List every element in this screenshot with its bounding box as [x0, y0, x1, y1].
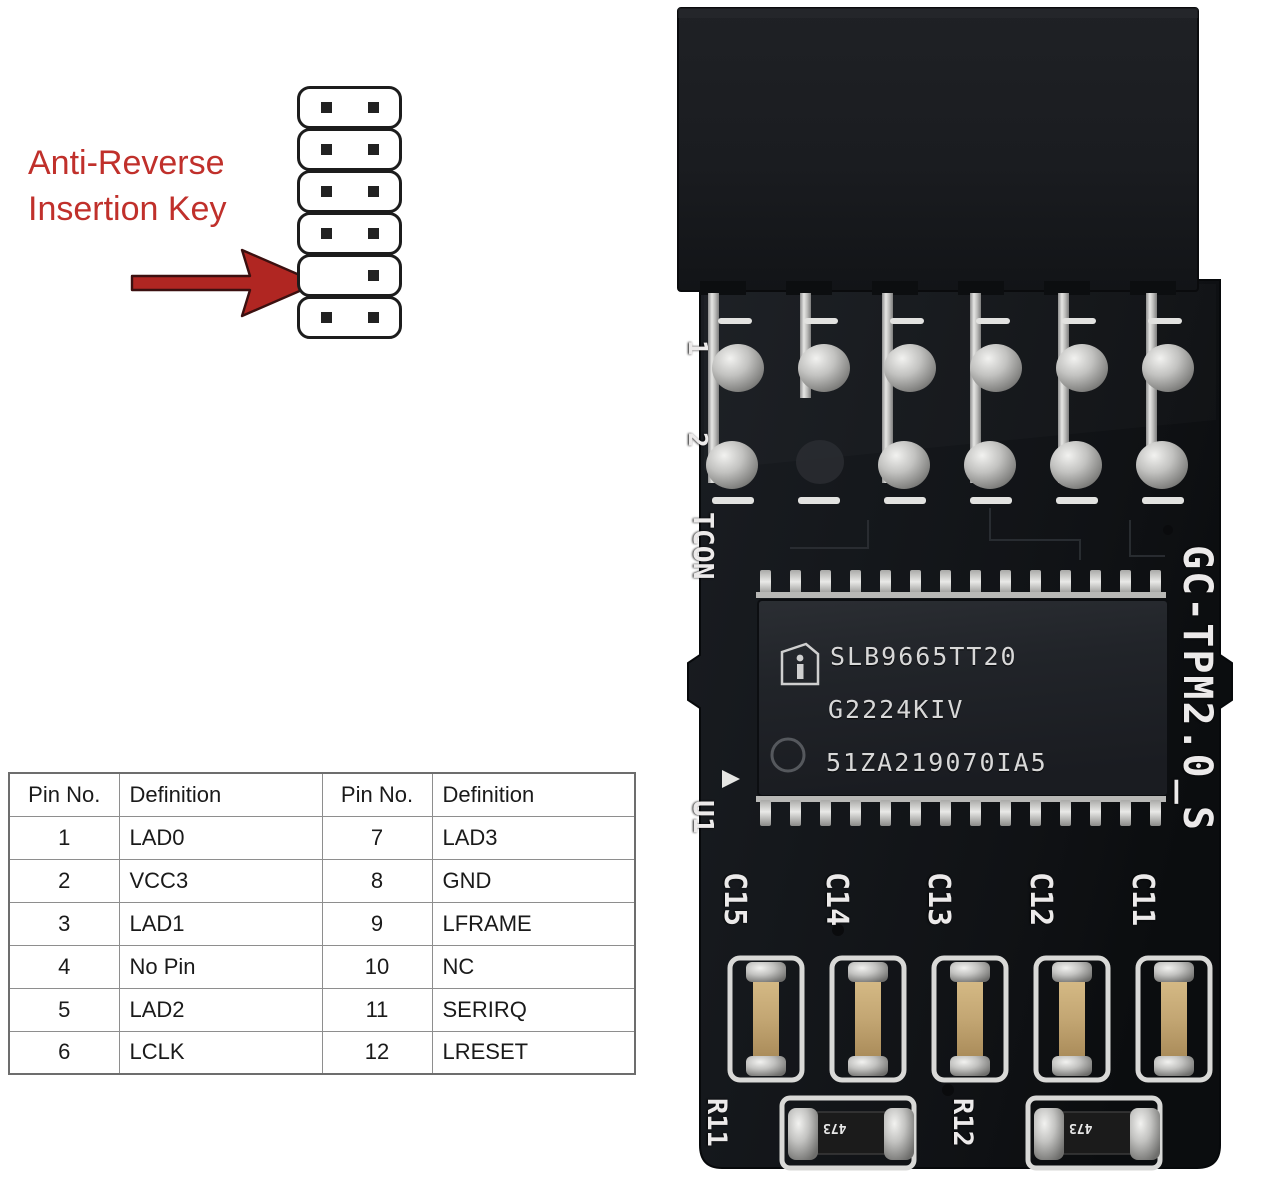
cell-def-a: LAD1 [118, 901, 323, 946]
table-row: 5 LAD2 11 SERIRQ [8, 987, 636, 1032]
connector-pin [321, 312, 332, 323]
infineon-logo-icon [778, 640, 822, 688]
silk-res-r11: R11 [701, 1098, 732, 1147]
connector-pin [321, 186, 332, 197]
right-arrow-icon [130, 248, 320, 320]
ic-marking-line-3: 51ZA219070IA5 [826, 748, 1048, 777]
cell-def-b: LAD3 [431, 815, 636, 860]
table-row: 3 LAD1 9 LFRAME [8, 901, 636, 946]
silk-cap-c13: C13 [921, 872, 956, 927]
annotation-line-1: Anti-Reverse [28, 144, 225, 182]
table-row: 6 LCLK 12 LRESET [8, 1030, 636, 1075]
table-row: 2 VCC3 8 GND [8, 858, 636, 903]
connector-row-6 [297, 296, 402, 339]
connector-key-diagram [297, 86, 402, 342]
resistor-code-r11: 473 [823, 1120, 847, 1135]
cell-pin-b: 7 [321, 815, 433, 860]
table-row: 1 LAD0 7 LAD3 [8, 815, 636, 860]
connector-pin [321, 144, 332, 155]
connector-row-3 [297, 170, 402, 213]
connector-row-1 [297, 86, 402, 129]
pin-definition-table: Pin No. Definition Pin No. Definition 1 … [8, 772, 636, 1075]
cell-def-a: LCLK [118, 1030, 323, 1075]
silk-cap-c14: C14 [819, 872, 854, 927]
cell-def-b: LFRAME [431, 901, 636, 946]
table-row: 4 No Pin 10 NC [8, 944, 636, 989]
tpm-module-photo: SLB9665TT20 G2224KIV 51ZA219070IA5 1 2 T… [660, 0, 1280, 1204]
ic-marking-line-1: SLB9665TT20 [830, 642, 1018, 671]
cell-pin-a: 2 [8, 858, 120, 903]
connector-pin [368, 312, 379, 323]
silk-pin-1-label: 1 [682, 340, 712, 356]
cell-def-a: No Pin [118, 944, 323, 989]
connector-row-5-keyed [297, 254, 402, 297]
connector-row-4 [297, 212, 402, 255]
connector-pin [321, 228, 332, 239]
cell-pin-b: 12 [321, 1030, 433, 1075]
connector-pin [368, 270, 379, 281]
column-header-pin-b: Pin No. [321, 772, 433, 817]
cell-pin-b: 10 [321, 944, 433, 989]
cell-def-b: GND [431, 858, 636, 903]
connector-pin [368, 228, 379, 239]
cell-def-a: LAD2 [118, 987, 323, 1032]
cell-pin-a: 3 [8, 901, 120, 946]
silk-cap-c11: C11 [1125, 872, 1160, 927]
cell-pin-b: 9 [321, 901, 433, 946]
resistor-code-r12: 473 [1069, 1120, 1093, 1135]
ic-marking-line-2: G2224KIV [828, 695, 965, 724]
cell-def-b: LRESET [431, 1030, 636, 1075]
annotation-label: Anti-Reverse Insertion Key [28, 140, 318, 232]
annotation-line-2: Insertion Key [28, 190, 227, 228]
cell-def-b: NC [431, 944, 636, 989]
column-header-pin-a: Pin No. [8, 772, 120, 817]
silk-res-r12: R12 [947, 1098, 978, 1147]
column-header-def-b: Definition [431, 772, 636, 817]
cell-pin-b: 11 [321, 987, 433, 1032]
connector-row-2 [297, 128, 402, 171]
cell-pin-a: 4 [8, 944, 120, 989]
cell-pin-b: 8 [321, 858, 433, 903]
silk-cap-c12: C12 [1023, 872, 1058, 927]
cell-def-a: VCC3 [118, 858, 323, 903]
silk-ic-ref: U1 [687, 800, 720, 834]
connector-pin [368, 144, 379, 155]
cell-def-a: LAD0 [118, 815, 323, 860]
connector-pin [321, 102, 332, 113]
connector-pin [368, 186, 379, 197]
silk-cap-c15: C15 [717, 872, 752, 927]
table-header-row: Pin No. Definition Pin No. Definition [8, 772, 636, 817]
cell-pin-a: 6 [8, 1030, 120, 1075]
cell-def-b: SERIRQ [431, 987, 636, 1032]
column-header-def-a: Definition [118, 772, 323, 817]
connector-pin [368, 102, 379, 113]
cell-pin-a: 1 [8, 815, 120, 860]
silk-connector-ref: TCON [687, 512, 720, 580]
cell-pin-a: 5 [8, 987, 120, 1032]
board-model-label: GC-TPM2.0_S [1174, 545, 1220, 832]
silk-pin-2-label: 2 [682, 432, 712, 448]
